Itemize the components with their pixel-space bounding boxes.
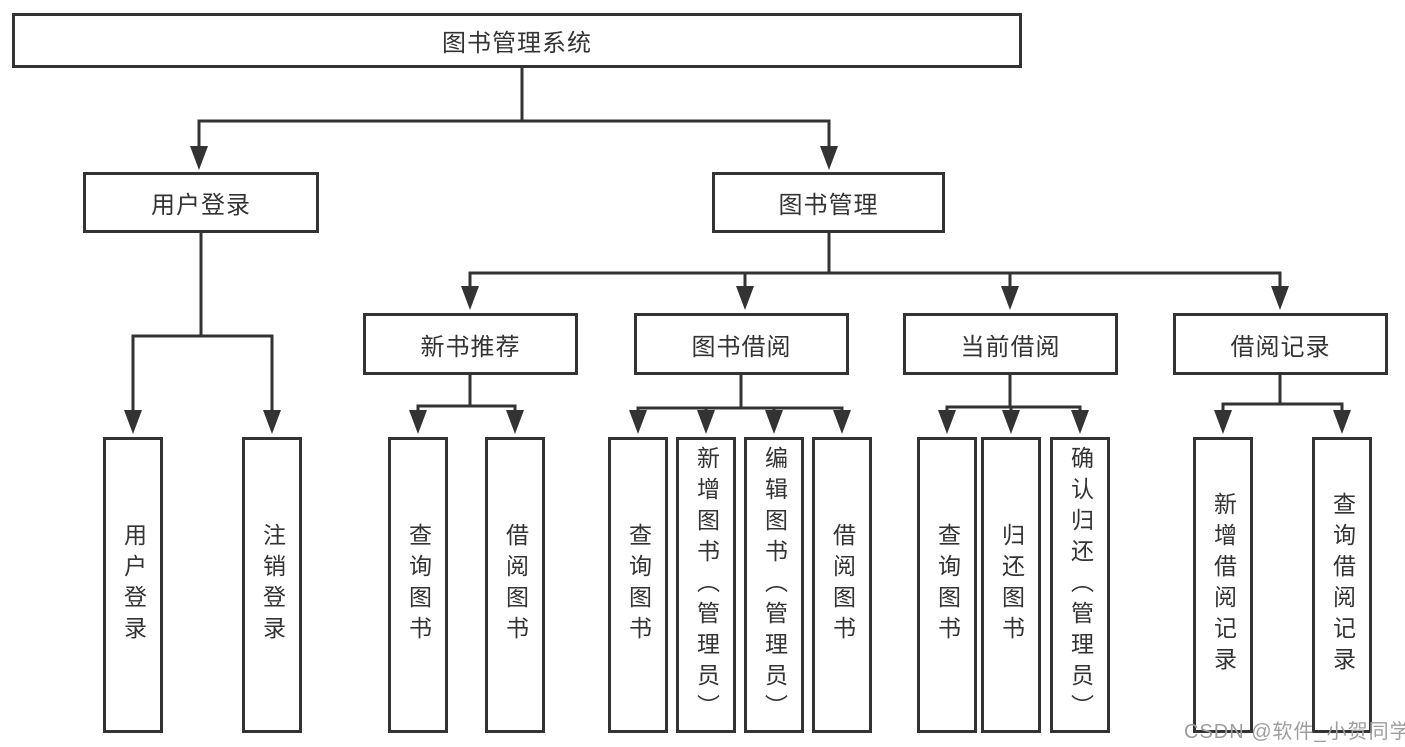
arrowhead-icon: [1071, 410, 1089, 434]
arrowhead-icon: [820, 146, 838, 170]
node-book-management: 图书管理: [712, 172, 945, 233]
arrowhead-icon: [263, 410, 281, 434]
arrowhead-icon: [697, 410, 715, 434]
node-label: 新增借阅记录: [1210, 492, 1237, 678]
leaf-borrow-books: 借阅图书: [812, 437, 872, 733]
arrowhead-icon: [409, 410, 427, 434]
node-label: 当前借阅: [960, 333, 1061, 361]
node-label: 用户登录: [120, 523, 147, 647]
node-label: 查询图书: [625, 523, 652, 647]
node-label: 归还图书: [998, 523, 1025, 647]
leaf-return-book: 归还图书: [981, 437, 1041, 733]
node-label: 图书借阅: [691, 333, 792, 361]
connector-user-login-to-leaves: [124, 229, 281, 434]
node-label: 查询图书: [405, 523, 432, 647]
leaf-user-login: 用户登录: [103, 437, 163, 733]
arrowhead-icon: [736, 286, 754, 310]
leaf-borrow-books-recommend: 借阅图书: [485, 437, 545, 733]
node-new-book-recommend: 新书推荐: [363, 313, 578, 375]
node-root-system: 图书管理系统: [12, 13, 1022, 68]
node-label: 借阅图书: [502, 523, 529, 647]
connector-book-management-to-level3: [461, 229, 1289, 310]
node-book-borrow: 图书借阅: [634, 313, 849, 375]
arrowhead-icon: [1002, 410, 1020, 434]
arrowhead-icon: [1001, 286, 1019, 310]
leaf-add-book-admin: 新增图书（管理员）: [676, 437, 736, 733]
node-current-borrow: 当前借阅: [903, 313, 1118, 375]
arrowhead-icon: [1333, 410, 1351, 434]
leaf-edit-book-admin: 编辑图书（管理员）: [744, 437, 804, 733]
arrowhead-icon: [1214, 410, 1232, 434]
node-label: 图书管理系统: [442, 30, 592, 57]
arrowhead-icon: [938, 410, 956, 434]
arrowhead-icon: [765, 410, 783, 434]
leaf-query-books-borrow: 查询图书: [608, 437, 668, 733]
node-label: 注销登录: [259, 523, 286, 647]
leaf-logout: 注销登录: [242, 437, 302, 733]
node-user-login: 用户登录: [83, 172, 319, 233]
node-label: 查询借阅记录: [1329, 492, 1356, 678]
node-label: 编辑图书（管理员）: [761, 445, 788, 725]
connector-new-book-recommend-to-leaves: [409, 373, 524, 434]
node-label: 用户登录: [151, 192, 251, 219]
leaf-query-books-current: 查询图书: [917, 437, 977, 733]
node-label: 新增图书（管理员）: [693, 445, 720, 725]
connector-borrow-records-to-leaves: [1214, 373, 1351, 434]
node-label: 查询图书: [934, 523, 961, 647]
arrowhead-icon: [124, 410, 142, 434]
node-label: 图书管理: [778, 192, 879, 219]
connector-root-to-level2: [190, 64, 838, 170]
node-borrow-records: 借阅记录: [1173, 313, 1388, 375]
leaf-add-borrow-record: 新增借阅记录: [1193, 437, 1253, 733]
arrowhead-icon: [190, 146, 208, 170]
leaf-confirm-return-admin: 确认归还（管理员）: [1050, 437, 1110, 733]
node-label: 借阅记录: [1230, 333, 1331, 361]
arrowhead-icon: [506, 410, 524, 434]
arrowhead-icon: [1271, 286, 1289, 310]
connector-current-borrow-to-leaves: [938, 373, 1089, 434]
node-label: 新书推荐: [420, 333, 521, 361]
arrowhead-icon: [833, 410, 851, 434]
connector-book-borrow-to-leaves: [629, 373, 851, 434]
watermark: CSDN @软件_小贺同学: [1184, 721, 1405, 743]
leaf-query-borrow-record: 查询借阅记录: [1312, 437, 1372, 733]
node-label: 借阅图书: [829, 523, 856, 647]
arrowhead-icon: [629, 410, 647, 434]
leaf-query-books-recommend: 查询图书: [388, 437, 448, 733]
node-label: 确认归还（管理员）: [1067, 445, 1094, 725]
arrowhead-icon: [461, 286, 479, 310]
